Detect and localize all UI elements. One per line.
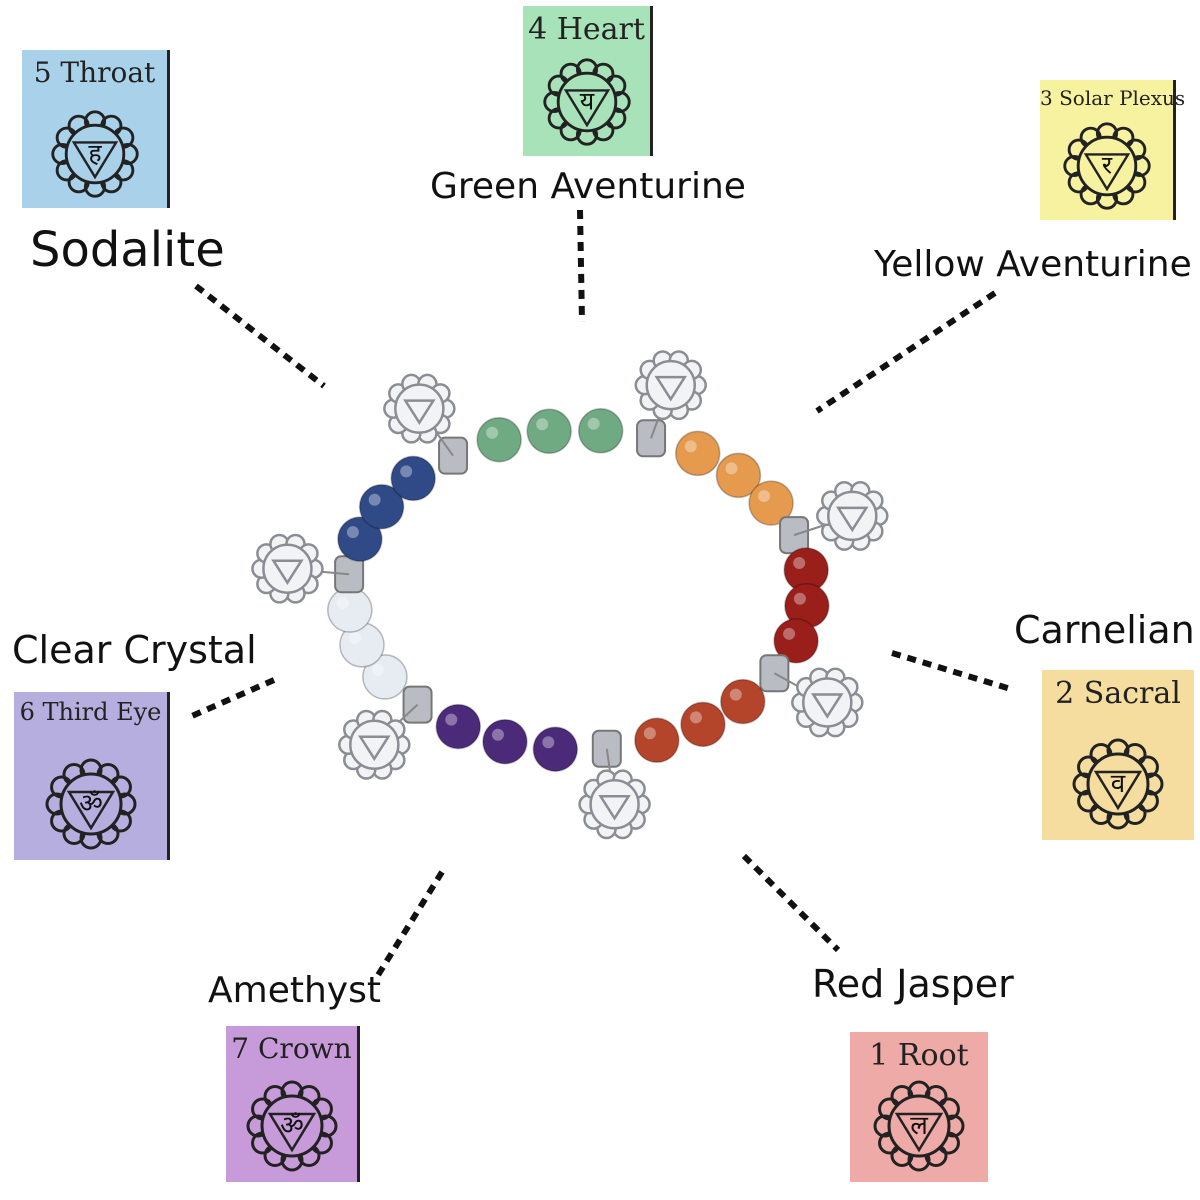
throat-chakra-icon: ह — [22, 106, 167, 202]
svg-text:ल: ल — [910, 1111, 928, 1141]
svg-text:ॐ: ॐ — [79, 789, 103, 819]
stone-label-green-aventurine: Green Aventurine — [430, 166, 746, 207]
bead-amethyst — [435, 703, 482, 750]
card-sacral: 2 Sacral व — [1042, 670, 1194, 840]
card-title-sacral: 2 Sacral — [1055, 676, 1181, 711]
connector-line-yellow-aventurine — [815, 290, 997, 414]
card-title-crown: 7 Crown — [231, 1032, 352, 1065]
stone-label-amethyst: Amethyst — [208, 970, 381, 1011]
card-title-third-eye: 6 Third Eye — [19, 698, 162, 726]
svg-text:व: व — [1111, 769, 1126, 799]
stone-label-sodalite: Sodalite — [30, 222, 225, 278]
stone-label-clear-crystal: Clear Crystal — [12, 628, 257, 672]
card-third-eye: 6 Third Eye ॐ — [14, 692, 170, 860]
bead-amethyst — [482, 718, 528, 765]
bead-clear-crystal — [327, 587, 373, 633]
svg-text:य: य — [579, 87, 594, 116]
card-title-throat: 5 Throat — [33, 56, 156, 89]
card-root: 1 Root ल — [850, 1032, 988, 1182]
bead-amethyst — [532, 726, 579, 772]
bead-red-jasper — [720, 678, 766, 725]
svg-text:ॐ: ॐ — [280, 1111, 304, 1141]
card-solar-plexus: 3 Solar Plexus र — [1040, 80, 1186, 220]
bead-green-aventurine — [476, 416, 522, 463]
card-title-root: 1 Root — [869, 1038, 969, 1073]
card-crown: 7 Crown ॐ — [226, 1026, 360, 1182]
stone-label-carnelian: Carnelian — [1014, 608, 1195, 652]
bead-sodalite — [337, 516, 383, 562]
connector-line-amethyst — [372, 870, 445, 982]
chakra-charm-icon — [383, 373, 456, 444]
bead-sodalite — [390, 455, 436, 502]
connector-line-carnelian — [891, 650, 1015, 693]
chakra-charm-icon — [791, 667, 864, 738]
chakra-charm-icon — [816, 480, 889, 551]
root-chakra-icon: ल — [850, 1076, 988, 1176]
svg-text:ह: ह — [88, 139, 102, 168]
bead-yellow-aventurine — [715, 452, 762, 499]
stone-label-yellow-aventurine: Yellow Aventurine — [874, 244, 1192, 285]
bead-yellow-aventurine — [748, 480, 794, 526]
bead-green-aventurine — [526, 408, 572, 455]
card-title-solar-plexus: 3 Solar Plexus — [1040, 86, 1186, 110]
bead-green-aventurine — [577, 408, 624, 454]
chakra-charm-icon — [578, 769, 651, 840]
card-title-heart: 4 Heart — [528, 12, 645, 47]
connector-line-red-jasper — [741, 853, 841, 953]
connector-line-green-aventurine — [577, 209, 585, 323]
bead-red-jasper — [634, 717, 680, 764]
bead-yellow-aventurine — [674, 430, 721, 477]
heart-chakra-icon: य — [523, 54, 650, 150]
bead-red-jasper — [680, 701, 726, 748]
stone-label-red-jasper: Red Jasper — [812, 962, 1014, 1006]
card-throat: 5 Throat ह — [22, 50, 170, 208]
svg-text:र: र — [1101, 151, 1112, 180]
third-eye-chakra-icon: ॐ — [14, 754, 167, 854]
chakra-charm-icon — [634, 350, 707, 421]
crown-chakra-icon: ॐ — [226, 1076, 357, 1176]
solar-plexus-chakra-icon: र — [1040, 118, 1173, 214]
bead-sodalite — [358, 483, 405, 530]
sacral-chakra-icon: व — [1042, 734, 1194, 834]
connector-line-sodalite — [194, 283, 326, 389]
bead-clear-crystal — [362, 654, 408, 700]
bead-carnelian — [773, 618, 819, 664]
chakra-charm-icon — [338, 709, 411, 780]
connector-line-clear-crystal — [190, 677, 276, 719]
card-heart: 4 Heart य — [523, 6, 653, 156]
chakra-charm-icon — [251, 533, 324, 604]
